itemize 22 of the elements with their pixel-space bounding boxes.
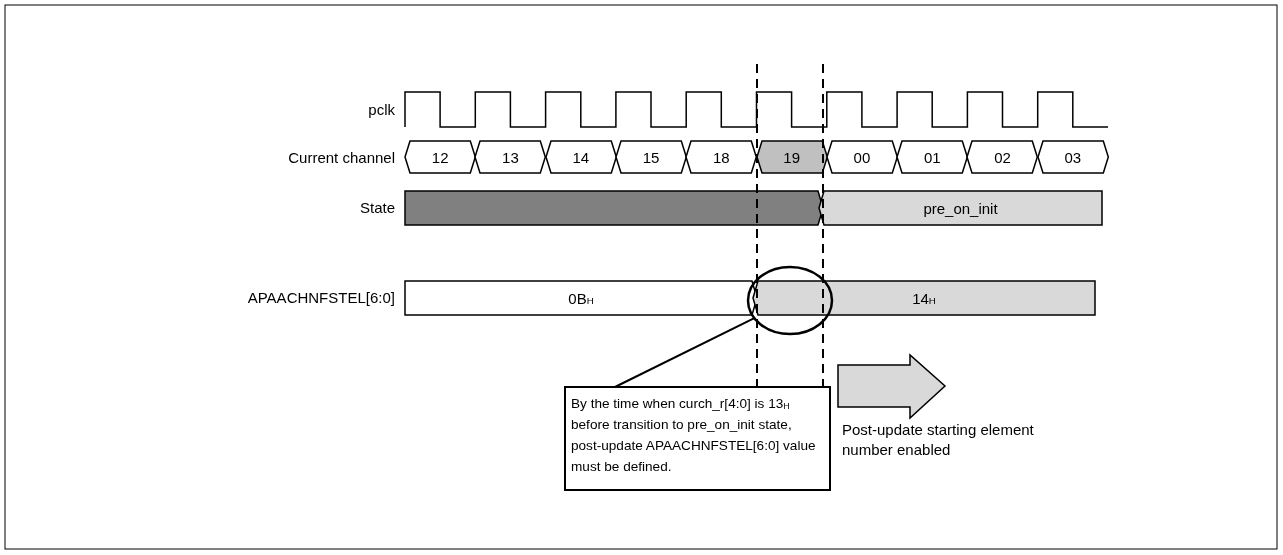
signal-name: APAACHNFSTEL[6:0]: [247, 289, 395, 306]
signal-name: State: [359, 199, 395, 216]
bus-segment: 18: [686, 141, 757, 173]
signal-name: Current channel: [288, 149, 395, 166]
leader-line: [614, 317, 756, 388]
bus-segment: 19: [756, 141, 827, 173]
bus-segment: 14: [545, 141, 616, 173]
annotation-text: Post-update starting element number enabled: [842, 420, 1035, 460]
bus-segment: 0B$_{H}$: [405, 281, 757, 315]
signal-name: pclk: [368, 101, 395, 118]
bus-segment: 02: [967, 141, 1038, 173]
bus-segment: 14$_{H}$: [753, 281, 1095, 315]
bus-segment: 01: [897, 141, 968, 173]
bus-segment: 12: [405, 141, 476, 173]
bus-segment: 00: [826, 141, 898, 173]
bus-segment: 15: [615, 141, 687, 173]
bus-segment: pre_on_init: [819, 191, 1102, 225]
callout-box: By the time when curch_r[4:0] is 13$_{H}$ before transition to pre_on_init state, post-update APAACHNFSTEL[6:0] value must be defined.: [565, 387, 830, 490]
bus-segment: 13: [475, 141, 546, 173]
bus-segment: 03: [1037, 141, 1108, 173]
highlight-ellipse: [748, 267, 832, 334]
state-bar: [405, 191, 823, 225]
